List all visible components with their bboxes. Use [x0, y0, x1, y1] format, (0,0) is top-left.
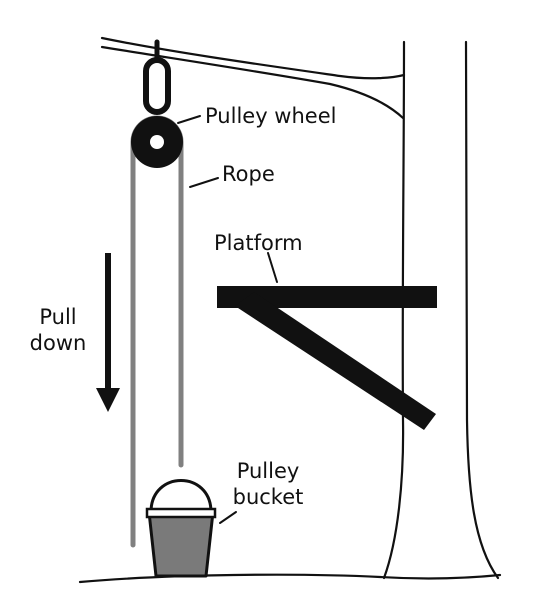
pulley-bucket — [145, 479, 217, 578]
pulley-wheel — [131, 39, 183, 168]
tree-trunk — [382, 40, 500, 580]
pull-down-arrow — [96, 253, 120, 412]
platform-label: Platform — [214, 231, 303, 255]
pulley-bucket-label-line2: bucket — [233, 485, 304, 509]
leader-lines — [177, 115, 278, 524]
pull-down-label-line2: down — [30, 331, 87, 355]
pulley-wheel-label: Pulley wheel — [205, 104, 336, 128]
rope-label: Rope — [222, 162, 275, 186]
pulley-bucket-label-line1: Pulley — [237, 459, 300, 483]
ground-line — [78, 573, 502, 584]
pull-down-label-line1: Pull — [39, 305, 76, 329]
platform — [217, 286, 437, 430]
